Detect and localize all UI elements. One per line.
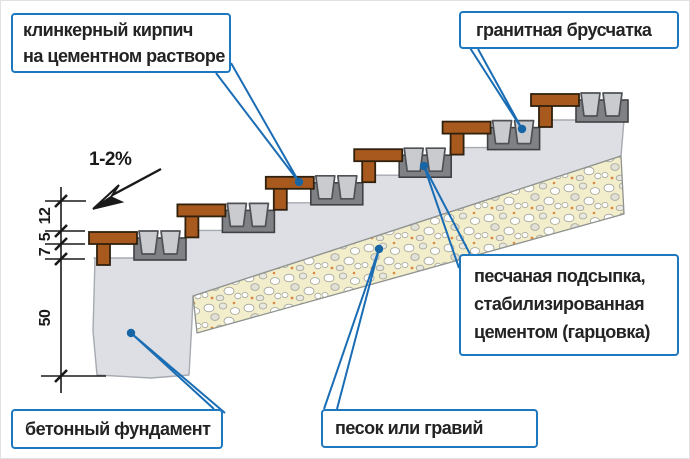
callout-granite-setts: гранитная брусчатка [459, 11, 679, 49]
slope-arrow [92, 167, 162, 210]
step [441, 119, 541, 156]
dimension-ticks [54, 194, 68, 383]
callout-dots [126, 124, 527, 338]
step [88, 230, 187, 266]
step [264, 174, 364, 211]
step [176, 202, 276, 239]
step [530, 92, 629, 128]
dimension-50: 50 [37, 309, 54, 327]
callout-sand-bedding: песчаная подсыпка, стабилизированная цем… [459, 254, 679, 356]
callout-concrete-foundation: бетонный фундамент [11, 409, 223, 449]
callout-granite-setts-label: гранитная брусчатка [476, 19, 652, 40]
callout-clinker-brick-label: клинкерный кирпич на цементном растворе [23, 19, 225, 66]
callout-concrete-foundation-label: бетонный фундамент [25, 418, 211, 439]
sand-gravel-layer-shape [192, 155, 625, 334]
callout-sand-bedding-label: песчаная подсыпка, стабилизированная цем… [474, 266, 650, 342]
leader-granite [462, 36, 523, 130]
slope-label: 1-2% [89, 149, 132, 170]
dimension-7: 7 [37, 247, 54, 257]
dimension-lines [41, 187, 106, 393]
leader-clinker [215, 62, 300, 183]
callout-sand-or-gravel-label: песок или гравий [335, 418, 483, 439]
step [353, 147, 453, 184]
callout-clinker-brick: клинкерный кирпич на цементном растворе [11, 13, 231, 73]
callout-sand-or-gravel: песок или гравий [321, 409, 538, 448]
